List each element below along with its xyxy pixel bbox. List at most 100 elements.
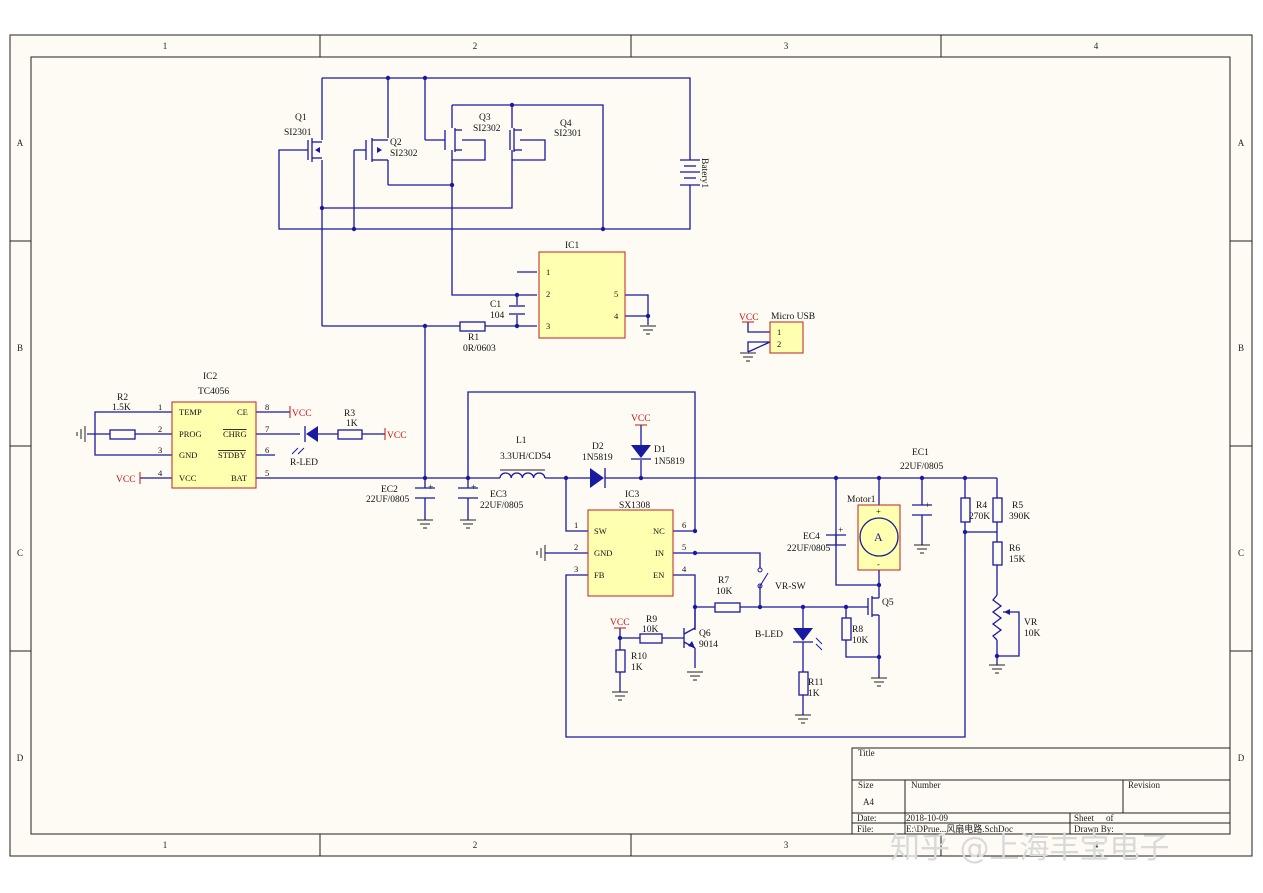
- q1-part: SI2301: [284, 128, 312, 138]
- vr-switch: VR-SW: [757, 567, 806, 592]
- col-label-bottom: 3: [784, 840, 789, 850]
- tb-date-label: Date:: [857, 813, 877, 823]
- ic2-pin-name: TEMP: [179, 407, 202, 417]
- r8-resistor: R8 10K: [841, 617, 869, 646]
- ec4-value: 22UF/0805: [787, 544, 831, 554]
- col-label-bottom: 1: [163, 840, 168, 850]
- vcc-label: VCC: [631, 414, 651, 424]
- ic1: IC1 1 2 3 4 5: [538, 241, 626, 339]
- ec2-plus: +: [428, 483, 433, 493]
- ec2-capacitor: + EC2 22UF/0805: [366, 483, 435, 529]
- q2-ref: Q2: [390, 138, 402, 148]
- d2-ref: D2: [592, 442, 604, 452]
- ic2-ground: [76, 426, 86, 442]
- ic1-pin: 4: [614, 311, 619, 321]
- r3-ref: R3: [344, 409, 355, 419]
- ic2-tc4056: IC2 TC4056 TEMP PROG GND VCC 1 2 3 4 CE …: [158, 372, 269, 489]
- r3-value: 1K: [346, 419, 358, 429]
- motor-plus: +: [876, 506, 881, 516]
- row-label-left: B: [17, 343, 23, 353]
- rled-ref: R-LED: [290, 458, 318, 468]
- l1-value: 3.3UH/CD54: [500, 452, 551, 462]
- ic1-ground: [640, 325, 656, 335]
- ec1-value: 22UF/0805: [900, 462, 944, 472]
- q3-mosfet: Q3 SI2302: [444, 113, 501, 152]
- ic2-pin-num: 3: [158, 445, 162, 455]
- r2-value: 1.5K: [112, 403, 131, 413]
- bled-ref: B-LED: [755, 630, 783, 640]
- l1-inductor: L1 3.3UH/CD54: [499, 436, 551, 479]
- r6-value: 15K: [1009, 555, 1026, 565]
- usb-pin: 1: [777, 327, 781, 337]
- tb-drawn-label: Drawn By:: [1074, 824, 1114, 834]
- ic3-pin-name: SW: [594, 526, 607, 536]
- vcc-label: VCC: [387, 431, 407, 441]
- ec4-plus: +: [838, 526, 843, 536]
- motor: A + - Motor1: [847, 495, 901, 571]
- ic3-sx1308: IC3 SX1308 SW GND FB 1 2 3 NC IN EN 6 5 …: [574, 490, 687, 597]
- battery: Batery1: [680, 158, 709, 188]
- r1-resistor: R1 0R/0603: [459, 321, 496, 354]
- motor-minus: -: [877, 559, 880, 569]
- r10-resistor: R10 1K: [612, 649, 647, 701]
- ec2-value: 22UF/0805: [366, 495, 410, 505]
- row-label-left: C: [17, 548, 23, 558]
- ic3-ref: IC3: [625, 490, 640, 500]
- row-label-left: A: [17, 138, 24, 148]
- row-label-left: D: [17, 753, 24, 763]
- col-label-top: 1: [163, 41, 168, 51]
- l1-ref: L1: [516, 436, 527, 446]
- wires: [87, 77, 1020, 738]
- ic2-pin-num: 7: [265, 424, 269, 434]
- ec3-plus: +: [471, 483, 476, 493]
- r11-resistor: R11 1K: [795, 671, 824, 724]
- vcc-label: VCC: [292, 409, 312, 419]
- tb-number-label: Number: [911, 780, 941, 790]
- junctions: [319, 75, 1000, 660]
- q4-part: SI2301: [554, 129, 582, 139]
- ic1-pin: 5: [614, 289, 618, 299]
- r4-ref: R4: [976, 501, 987, 511]
- watermark-text: 知乎 @上海丰宝电子: [890, 831, 1170, 866]
- ec1-ref: EC1: [912, 448, 929, 458]
- ec3-capacitor: + EC3 22UF/0805: [458, 483, 524, 529]
- r5-ref: R5: [1012, 501, 1023, 511]
- q3-part: SI2302: [473, 124, 501, 134]
- r1-value: 0R/0603: [463, 344, 496, 354]
- ic2-pin-name: STDBY: [218, 450, 246, 460]
- col-label-top: 4: [1094, 41, 1099, 51]
- r6-resistor: R6 15K: [992, 541, 1026, 566]
- d1-ref: D1: [654, 445, 666, 455]
- q1-mosfet: Q1 SI2301: [284, 113, 322, 162]
- ic2-pin-name: GND: [179, 450, 197, 460]
- q2-mosfet: Q2 SI2302: [365, 138, 418, 162]
- d2-part: 1N5819: [582, 453, 613, 463]
- ic3-pin-num: 5: [682, 542, 686, 552]
- motor-symbol: A: [874, 530, 883, 544]
- ic3-pin-name: NC: [653, 526, 665, 536]
- tb-size-label: Size: [858, 780, 874, 790]
- frame-labels: 1 2 3 4 1 2 3 A B C D A B C D: [17, 41, 1245, 850]
- ic2-pin-num: 5: [265, 468, 269, 478]
- col-label-top: 3: [784, 41, 789, 51]
- r3-resistor: R3 1K: [337, 409, 363, 440]
- ec3-value: 22UF/0805: [480, 501, 524, 511]
- ic2-pin-name: CE: [237, 407, 248, 417]
- r8-ref: R8: [852, 625, 863, 635]
- col-label-bottom: 4: [1094, 840, 1099, 850]
- ec1-plus: +: [925, 501, 930, 511]
- vcc-label: VCC: [610, 618, 630, 628]
- ic3-pin-name: IN: [655, 548, 664, 558]
- ic2-pin-name: BAT: [231, 473, 248, 483]
- q5-ref: Q5: [882, 598, 894, 608]
- vr-value: 10K: [1024, 629, 1041, 639]
- r7-ref: R7: [718, 576, 729, 586]
- q4-ref: Q4: [560, 119, 572, 129]
- r7-value: 10K: [716, 587, 733, 597]
- q6-part: 9014: [699, 640, 718, 650]
- ic2-pin-num: 4: [158, 468, 163, 478]
- r7-resistor: R7 10K: [714, 576, 741, 613]
- r1-ref: R1: [468, 333, 479, 343]
- ic2-pin-name: VCC: [179, 473, 197, 483]
